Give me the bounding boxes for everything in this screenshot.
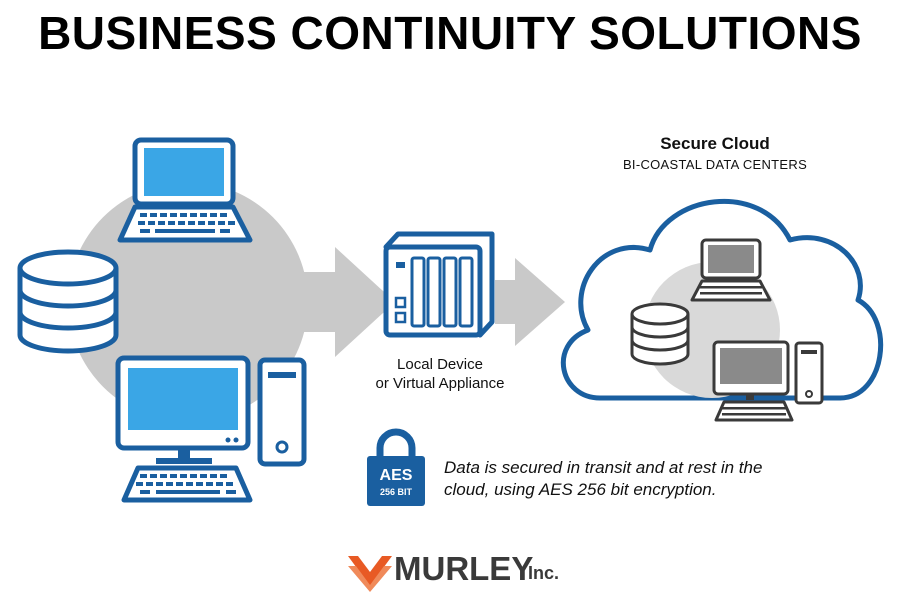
padlock-icon bbox=[367, 428, 425, 506]
logo-name: MURLEY bbox=[394, 550, 534, 587]
local-device-label: Local Device bbox=[397, 356, 483, 373]
aes-badge-label: AES bbox=[379, 467, 413, 484]
laptop-icon bbox=[117, 137, 253, 243]
arrow-to-cloud bbox=[495, 258, 565, 346]
cloud-icon bbox=[560, 198, 884, 422]
cloud-title: Secure Cloud bbox=[660, 134, 770, 153]
cloud-subtitle: BI-COASTAL DATA CENTERS bbox=[622, 157, 808, 172]
virtual-appliance-label: or Virtual Appliance bbox=[375, 375, 505, 392]
aes-bits-label: 256 BIT bbox=[379, 487, 412, 497]
database-icon bbox=[17, 249, 119, 354]
desktop-computer-icon bbox=[115, 355, 307, 503]
cloud-laptop-icon bbox=[690, 238, 772, 302]
nas-device-icon bbox=[383, 231, 495, 338]
arrow-to-device bbox=[280, 247, 395, 357]
encryption-note: Data is secured in transit and at rest i… bbox=[444, 457, 874, 501]
logo-mark-icon bbox=[348, 556, 392, 592]
encryption-note-line1: Data is secured in transit and at rest i… bbox=[444, 458, 763, 477]
cloud-database-icon bbox=[630, 302, 690, 366]
logo-suffix: Inc. bbox=[528, 563, 560, 583]
cloud-desktop-icon bbox=[712, 340, 824, 422]
encryption-note-line2: cloud, using AES 256 bit encryption. bbox=[444, 480, 717, 499]
page-title: BUSINESS CONTINUITY SOLUTIONS bbox=[38, 7, 862, 59]
